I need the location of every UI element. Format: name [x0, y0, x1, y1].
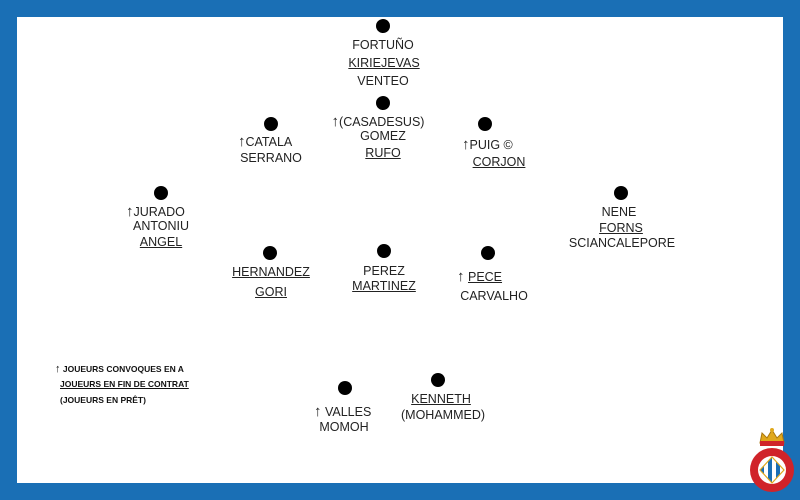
- arrow-up-icon: ↑: [457, 268, 465, 285]
- arrow-up-icon: ↑: [331, 113, 340, 130]
- legend-expiring: JOUEURS EN FIN DE CONTRAT: [60, 379, 189, 389]
- player-dot: [481, 246, 495, 260]
- player-name-expiring: ANGEL: [139, 235, 183, 249]
- formation-board: [17, 17, 783, 483]
- player-dot: [154, 186, 168, 200]
- player-dot: [263, 246, 277, 260]
- player-dot: [338, 381, 352, 395]
- player-name-selected: ↑ PECE: [457, 268, 503, 285]
- player-name: CARVALHO: [460, 289, 528, 303]
- player-name: VENTEO: [357, 74, 409, 88]
- player-dot: [377, 244, 391, 258]
- player-dot: [376, 96, 390, 110]
- legend-loan: (JOUEURS EN PRÊT): [60, 395, 146, 405]
- player-dot: [376, 19, 390, 33]
- player-name: ANTONIU: [132, 219, 190, 233]
- player-dot: [431, 373, 445, 387]
- player-name: FORTUÑO: [352, 38, 414, 52]
- arrow-up-icon: ↑: [314, 403, 322, 420]
- club-crest-icon: [750, 428, 794, 492]
- player-name: PEREZ: [363, 264, 405, 278]
- player-name-selected: ↑(CASADESUS): [331, 113, 425, 130]
- player-dot: [264, 117, 278, 131]
- player-name: (MOHAMMED): [400, 408, 486, 422]
- arrow-up-icon: ↑: [462, 136, 470, 153]
- player-name-expiring: MARTINEZ: [352, 279, 416, 293]
- player-name-expiring: KIRIEJEVAS: [348, 56, 420, 70]
- player-dot: [614, 186, 628, 200]
- player-name: SCIANCALEPORE: [568, 236, 676, 250]
- arrow-up-icon: ↑: [55, 363, 61, 375]
- player-name-expiring: RUFO: [365, 146, 401, 160]
- player-name-selected: ↑CATALA: [238, 133, 293, 150]
- player-name: NENE: [601, 205, 637, 219]
- player-name: GOMEZ: [360, 129, 406, 143]
- player-name: SERRANO: [240, 151, 302, 165]
- player-name-selected: ↑ VALLES: [314, 403, 372, 420]
- player-name-expiring: CORJON: [472, 155, 526, 169]
- arrow-up-icon: ↑: [238, 133, 246, 150]
- legend-selected: ↑ JOUEURS CONVOQUES EN A: [55, 363, 184, 375]
- player-name-expiring: GORI: [255, 285, 287, 299]
- player-name-selected: ↑JURADO: [126, 203, 185, 220]
- arrow-up-icon: ↑: [126, 203, 134, 220]
- player-name-expiring: HERNANDEZ: [232, 265, 310, 279]
- player-name-expiring: FORNS: [599, 221, 643, 235]
- player-name-selected: ↑PUIG ©: [462, 136, 513, 153]
- player-name-expiring: KENNETH: [411, 392, 471, 406]
- player-dot: [478, 117, 492, 131]
- player-name: MOMOH: [319, 420, 369, 434]
